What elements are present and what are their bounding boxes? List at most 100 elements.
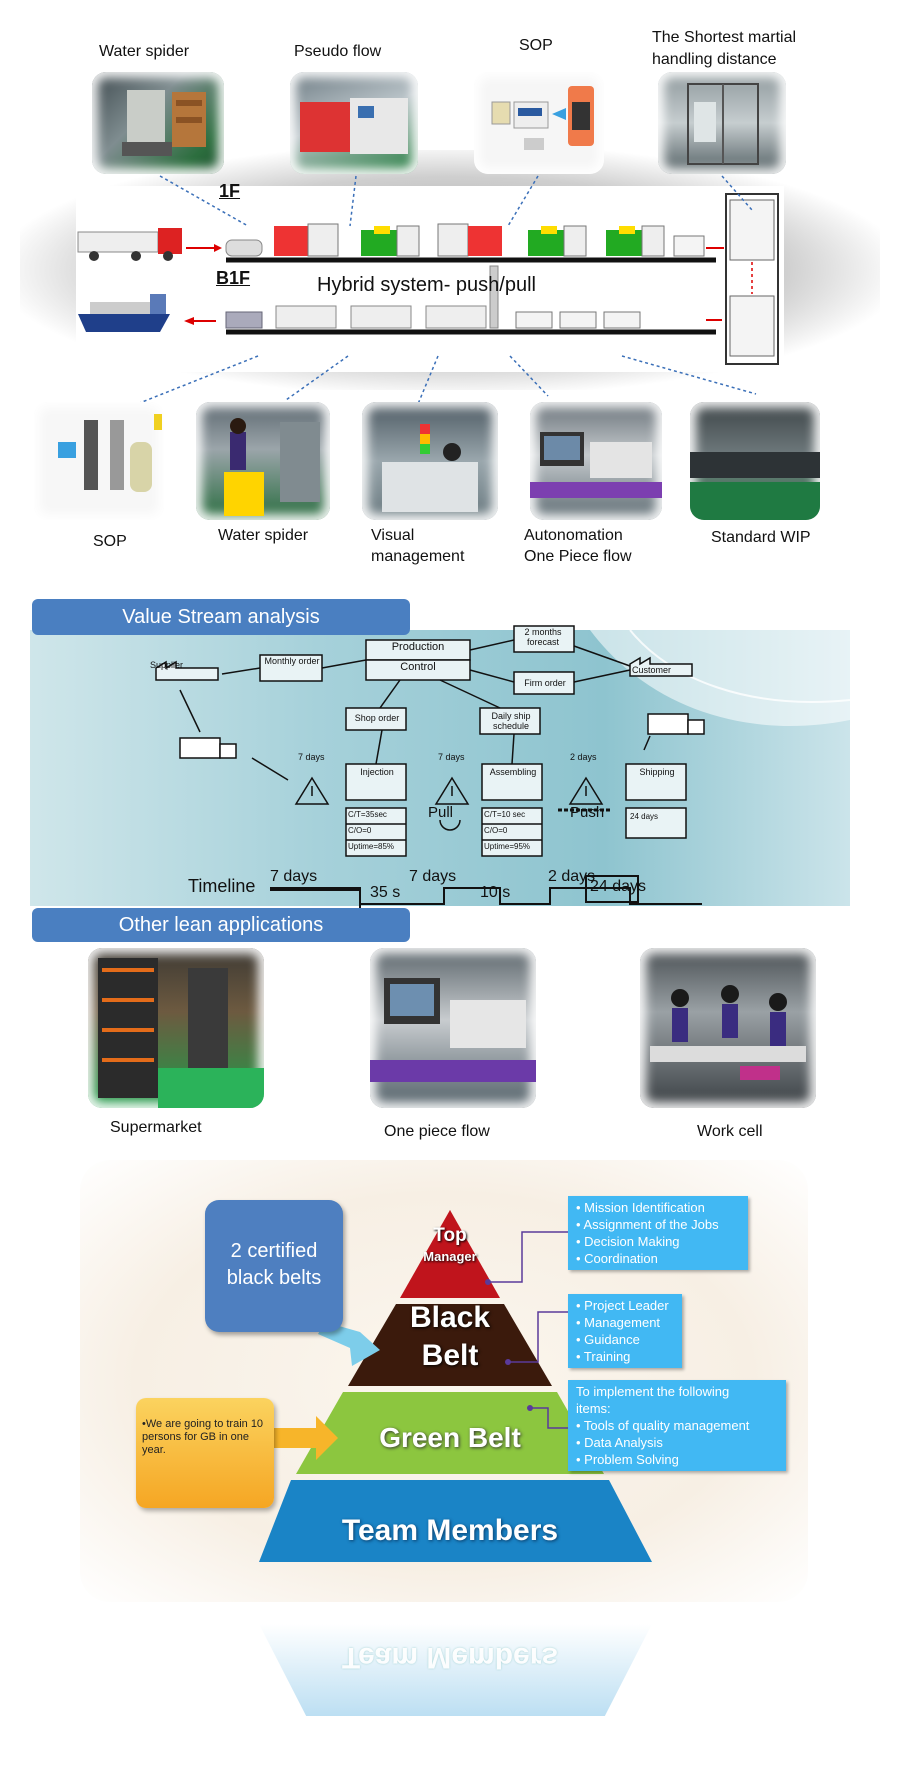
note-green-item: items: <box>576 1401 611 1416</box>
reflection-text: Team Members <box>341 1641 559 1674</box>
andon-light-icon <box>382 424 478 512</box>
vsm-monthly-order: Monthly order <box>264 656 320 666</box>
caption-sop-bottom: SOP <box>93 533 127 550</box>
vsm-days-7b: 7 days <box>438 752 465 762</box>
sop-chart-icon <box>58 414 162 492</box>
assembly-line-icon <box>530 432 662 498</box>
workers-icon <box>650 985 806 1080</box>
elevator-icon <box>687 83 759 165</box>
tier-top-line2: Manager <box>423 1249 477 1264</box>
vsa-header: Value Stream analysis <box>32 599 410 635</box>
vsm-control: Control <box>400 661 436 673</box>
tier-black-line2: Belt <box>421 1339 479 1372</box>
vsm-asm-ct: C/T=10 sec <box>484 810 526 819</box>
photo-work-cell <box>640 948 816 1108</box>
photo-standard-wip <box>690 402 820 520</box>
photo-water-spider-bottom <box>196 402 330 520</box>
caption-auto-line2: One Piece flow <box>524 548 632 565</box>
vsm-days-2: 2 days <box>570 752 597 762</box>
tier-team: Team Members <box>341 1514 559 1547</box>
caption-auto-line1: Autonomation <box>524 527 623 544</box>
photo-sop-top <box>474 72 604 174</box>
note-green-item: • Data Analysis <box>576 1435 663 1450</box>
callout-black-belts: 2 certified black belts <box>205 1200 343 1332</box>
note-green-item: • Problem Solving <box>576 1452 679 1467</box>
caption-one-piece-flow: One piece flow <box>384 1123 490 1140</box>
vsm-tl-7a: 7 days <box>270 868 318 885</box>
vsm-inj-ct: C/T=35sec <box>348 810 387 819</box>
vsm-tl-24: 24 days <box>590 878 647 895</box>
vsm-tl-2: 2 days <box>548 868 596 885</box>
photo-one-piece-flow <box>370 948 536 1108</box>
note-green-item: • Tools of quality management <box>576 1418 750 1433</box>
hybrid-system-title: Hybrid system- push/pull <box>317 274 536 296</box>
vsm-injection: Injection <box>360 767 394 777</box>
forklift-icon <box>122 90 206 156</box>
caption-shortest-line1: The Shortest martial <box>652 29 797 46</box>
callout-black-belts-line2: black belts <box>226 1267 322 1289</box>
truck-icon <box>77 228 182 261</box>
caption-visual-line1: Visual <box>371 527 415 544</box>
flow-schematic-art <box>77 193 779 365</box>
vsm-asm-uptime: Uptime=95% <box>484 842 531 851</box>
caption-sop-top: SOP <box>519 37 553 54</box>
photo-pseudo-flow <box>290 72 418 174</box>
vsm-production: Production <box>391 641 445 653</box>
pyramid-shape <box>259 1210 652 1562</box>
note-top-item: • Assignment of the Jobs <box>576 1217 719 1232</box>
note-top-item: • Mission Identification <box>576 1200 705 1215</box>
assembly-station-icon <box>370 978 536 1082</box>
note-black-item: • Management <box>576 1315 661 1330</box>
vsa-decor <box>590 630 850 726</box>
caption-shortest-line2: handling distance <box>652 51 777 68</box>
vsm-diagram <box>155 625 705 910</box>
vsm-push: Push <box>570 804 605 821</box>
photo-supermarket <box>88 948 264 1108</box>
note-top-item: • Decision Making <box>576 1234 680 1249</box>
floor-b1f-label: B1F <box>216 268 251 288</box>
vsm-asm-co: C/O=0 <box>484 826 508 835</box>
vsm-pull: Pull <box>428 804 454 821</box>
vsm-firm-order: Firm order <box>524 678 566 688</box>
shelving-icon <box>98 958 264 1108</box>
vsm-daily-ship: Daily ship schedule <box>491 711 531 731</box>
note-train-gb-text: •We are going to train 10 persons for GB… <box>142 1418 264 1456</box>
vsm-tl-7b: 7 days <box>409 868 457 885</box>
flow-connectors <box>131 175 757 407</box>
vsm-inj-uptime: Uptime=85% <box>348 842 395 851</box>
photo-autonomation <box>530 402 662 520</box>
caption-visual-line2: management <box>371 548 465 565</box>
vsm-shipping: Shipping <box>639 767 675 777</box>
pyramid-reflection <box>259 1624 652 1716</box>
vsm-days-7a: 7 days <box>298 752 325 762</box>
tier-top-line1: Top <box>433 1225 467 1246</box>
photo-visual-management <box>362 402 498 520</box>
other-header: Other lean applications <box>32 908 410 942</box>
sop-diagram-icon <box>491 86 594 150</box>
forklift-operator-icon <box>224 418 320 516</box>
vsm-supplier: Supplier <box>150 660 184 670</box>
vsm-timeline: Timeline <box>188 876 256 896</box>
tier-black-line1: Black <box>409 1301 491 1334</box>
caption-supermarket: Supermarket <box>110 1119 202 1136</box>
ship-icon <box>78 294 170 332</box>
note-green-item: To implement the following <box>576 1384 730 1399</box>
vsm-customer: Customer <box>632 665 672 675</box>
caption-standard-wip: Standard WIP <box>711 529 811 546</box>
vsm-tl-10s: 10 s <box>480 884 511 901</box>
vsm-inj-co: C/O=0 <box>348 826 372 835</box>
vsm-tl-35s: 35 s <box>370 884 401 901</box>
callout-black-belts-line1: 2 certified <box>230 1240 318 1262</box>
tier-green: Green Belt <box>379 1422 521 1453</box>
note-black-item: • Training <box>576 1349 631 1364</box>
vsm-ship-days: 24 days <box>630 812 659 821</box>
elevator-shaft-icon <box>725 193 779 365</box>
note-top-item: • Coordination <box>576 1251 658 1266</box>
photo-forklift-top <box>92 72 224 174</box>
vsm-assembling: Assembling <box>489 767 537 777</box>
floor-1f-label: 1F <box>219 181 241 201</box>
note-black-item: • Guidance <box>576 1332 640 1347</box>
vsm-forecast: 2 months forecast <box>524 627 562 647</box>
note-train-gb: •We are going to train 10 persons for GB… <box>136 1398 274 1508</box>
note-top-manager: • Mission Identification • Assignment of… <box>568 1196 748 1270</box>
